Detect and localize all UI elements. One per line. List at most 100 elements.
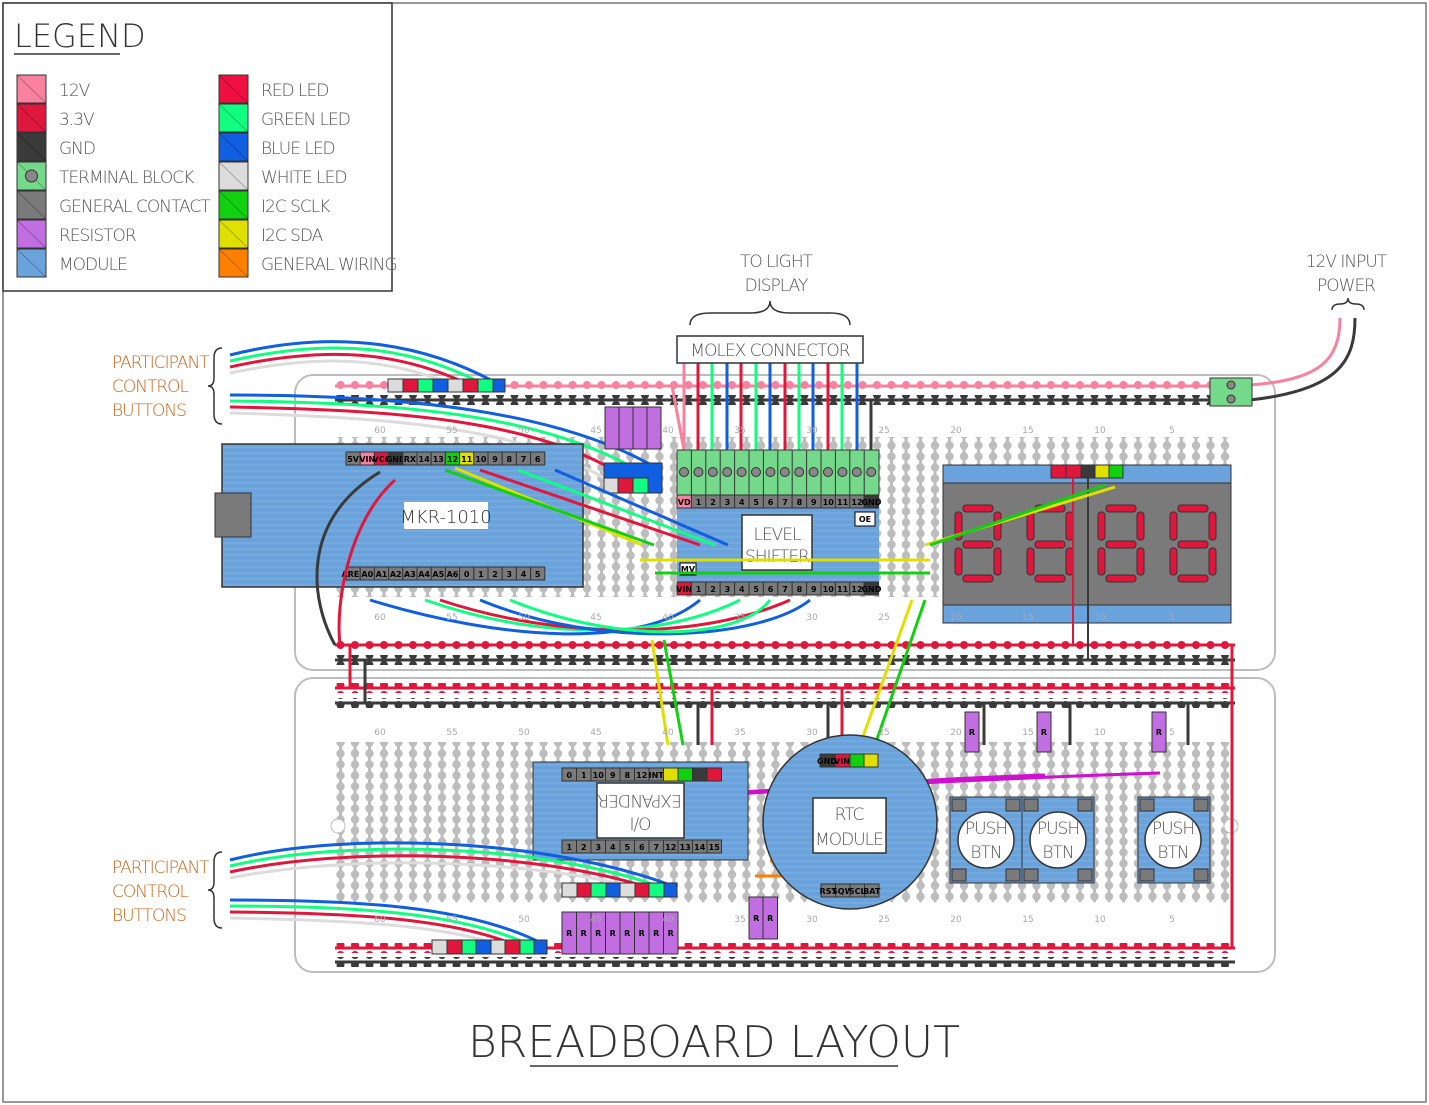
- resistor-label: R: [566, 929, 572, 938]
- svg-text:PARTICIPANT: PARTICIPANT: [112, 353, 210, 373]
- segment: [1208, 511, 1217, 541]
- svg-text:SHIFTER: SHIFTER: [745, 547, 809, 567]
- terminal-screw-icon: [851, 467, 862, 477]
- terminal-screw-icon: [679, 467, 689, 477]
- pin-label: 6: [639, 843, 645, 852]
- resistor-label: R: [624, 929, 630, 938]
- pin-label: 14: [419, 455, 431, 464]
- legend-swatch: [218, 219, 249, 249]
- pin-label: 12: [851, 585, 862, 594]
- svg-text:EXPANDER: EXPANDER: [598, 790, 682, 810]
- pin-label: 2: [492, 570, 498, 579]
- pin: [530, 566, 546, 581]
- row-number: 20: [950, 426, 962, 436]
- pin-label: 9: [811, 585, 817, 594]
- row-number: 50: [518, 426, 530, 436]
- button-label: PUSH: [1037, 819, 1079, 839]
- legend-swatch: [218, 74, 249, 104]
- segment: [1177, 574, 1209, 583]
- pin: [530, 451, 546, 466]
- legend-swatch: [218, 132, 249, 162]
- segment: [1105, 504, 1137, 513]
- pin-label: 0: [566, 771, 572, 780]
- pin-label: 4: [739, 498, 745, 507]
- segment: [1208, 547, 1217, 576]
- svg-text:MODULE: MODULE: [815, 830, 883, 850]
- legend-label: GENERAL WIRING: [261, 255, 397, 275]
- pin: [706, 767, 722, 782]
- led-rows-bottom: [431, 882, 678, 955]
- segment: [1026, 547, 1035, 576]
- row-number: 45: [590, 915, 601, 925]
- svg-text:GND: GND: [817, 757, 837, 766]
- pin-label: 8: [797, 498, 803, 507]
- segment: [1177, 540, 1209, 549]
- resistor-label: R: [1041, 728, 1047, 737]
- row-number: 25: [878, 915, 889, 925]
- pin-label: 5: [624, 843, 630, 852]
- pin-label: 11: [837, 498, 849, 507]
- segment: [1097, 511, 1106, 541]
- pin-label: 9: [811, 498, 817, 507]
- pin-label: GND: [861, 585, 881, 594]
- row-number: 5: [1169, 915, 1175, 925]
- row-number: 20: [950, 728, 962, 738]
- button-label: BTN: [1157, 843, 1188, 863]
- pin-label: GND: [386, 455, 406, 464]
- terminal-screw-icon: [823, 467, 833, 477]
- resistor: [663, 911, 679, 955]
- resistor-label: R: [639, 929, 645, 938]
- row-number: 5: [1169, 728, 1175, 738]
- segment: [1177, 504, 1209, 513]
- pin-label: 2: [710, 498, 716, 507]
- row-number: 40: [662, 426, 674, 436]
- svg-text:RTC: RTC: [835, 805, 864, 825]
- participant-label-bottom: PARTICIPANT CONTROL BUTTONS: [112, 851, 223, 929]
- terminal-screw-icon: [866, 467, 877, 477]
- svg-text:TO LIGHT: TO LIGHT: [740, 252, 814, 272]
- pin-label: A2: [390, 570, 402, 579]
- pin-label: 1: [696, 498, 702, 507]
- pin-label: SQW: [832, 887, 854, 896]
- pin-label: VIN: [676, 585, 692, 594]
- pin-label: A3: [404, 570, 416, 579]
- row-number: 55: [446, 915, 457, 925]
- pin-label: SCL: [849, 887, 866, 896]
- segment: [1169, 547, 1178, 576]
- legend-label: MODULE: [59, 255, 127, 275]
- resistor-label: R: [767, 914, 773, 923]
- legend-swatch: [16, 74, 47, 104]
- resistor-label: R: [969, 728, 975, 737]
- terminal-screw-icon: [808, 467, 819, 477]
- row-number: 30: [806, 613, 818, 623]
- molex-wires: [670, 363, 873, 451]
- svg-text:12V INPUT: 12V INPUT: [1306, 252, 1388, 272]
- row-number: 10: [1094, 613, 1106, 623]
- pin-label: 1: [478, 570, 484, 579]
- row-number: 40: [662, 613, 674, 623]
- legend-label: GND: [59, 139, 95, 159]
- pin-label: 7: [782, 498, 788, 507]
- resistor-label: R: [595, 929, 601, 938]
- pin-label: 4: [521, 570, 527, 579]
- svg-text:DISPLAY: DISPLAY: [745, 276, 808, 296]
- resistor-label: R: [610, 929, 616, 938]
- segment: [1026, 511, 1035, 541]
- row-number: 60: [374, 915, 386, 925]
- segment: [993, 547, 1002, 576]
- row-number: 10: [1094, 915, 1106, 925]
- row-number: 15: [1022, 915, 1033, 925]
- row-number: 50: [518, 613, 530, 623]
- resistor-label: R: [1156, 728, 1162, 737]
- legend-title: LEGEND: [14, 17, 146, 55]
- legend-swatch: [16, 103, 47, 133]
- row-number: 40: [662, 728, 674, 738]
- pin-label: 10: [823, 585, 835, 594]
- pin-label: BAT: [863, 887, 881, 896]
